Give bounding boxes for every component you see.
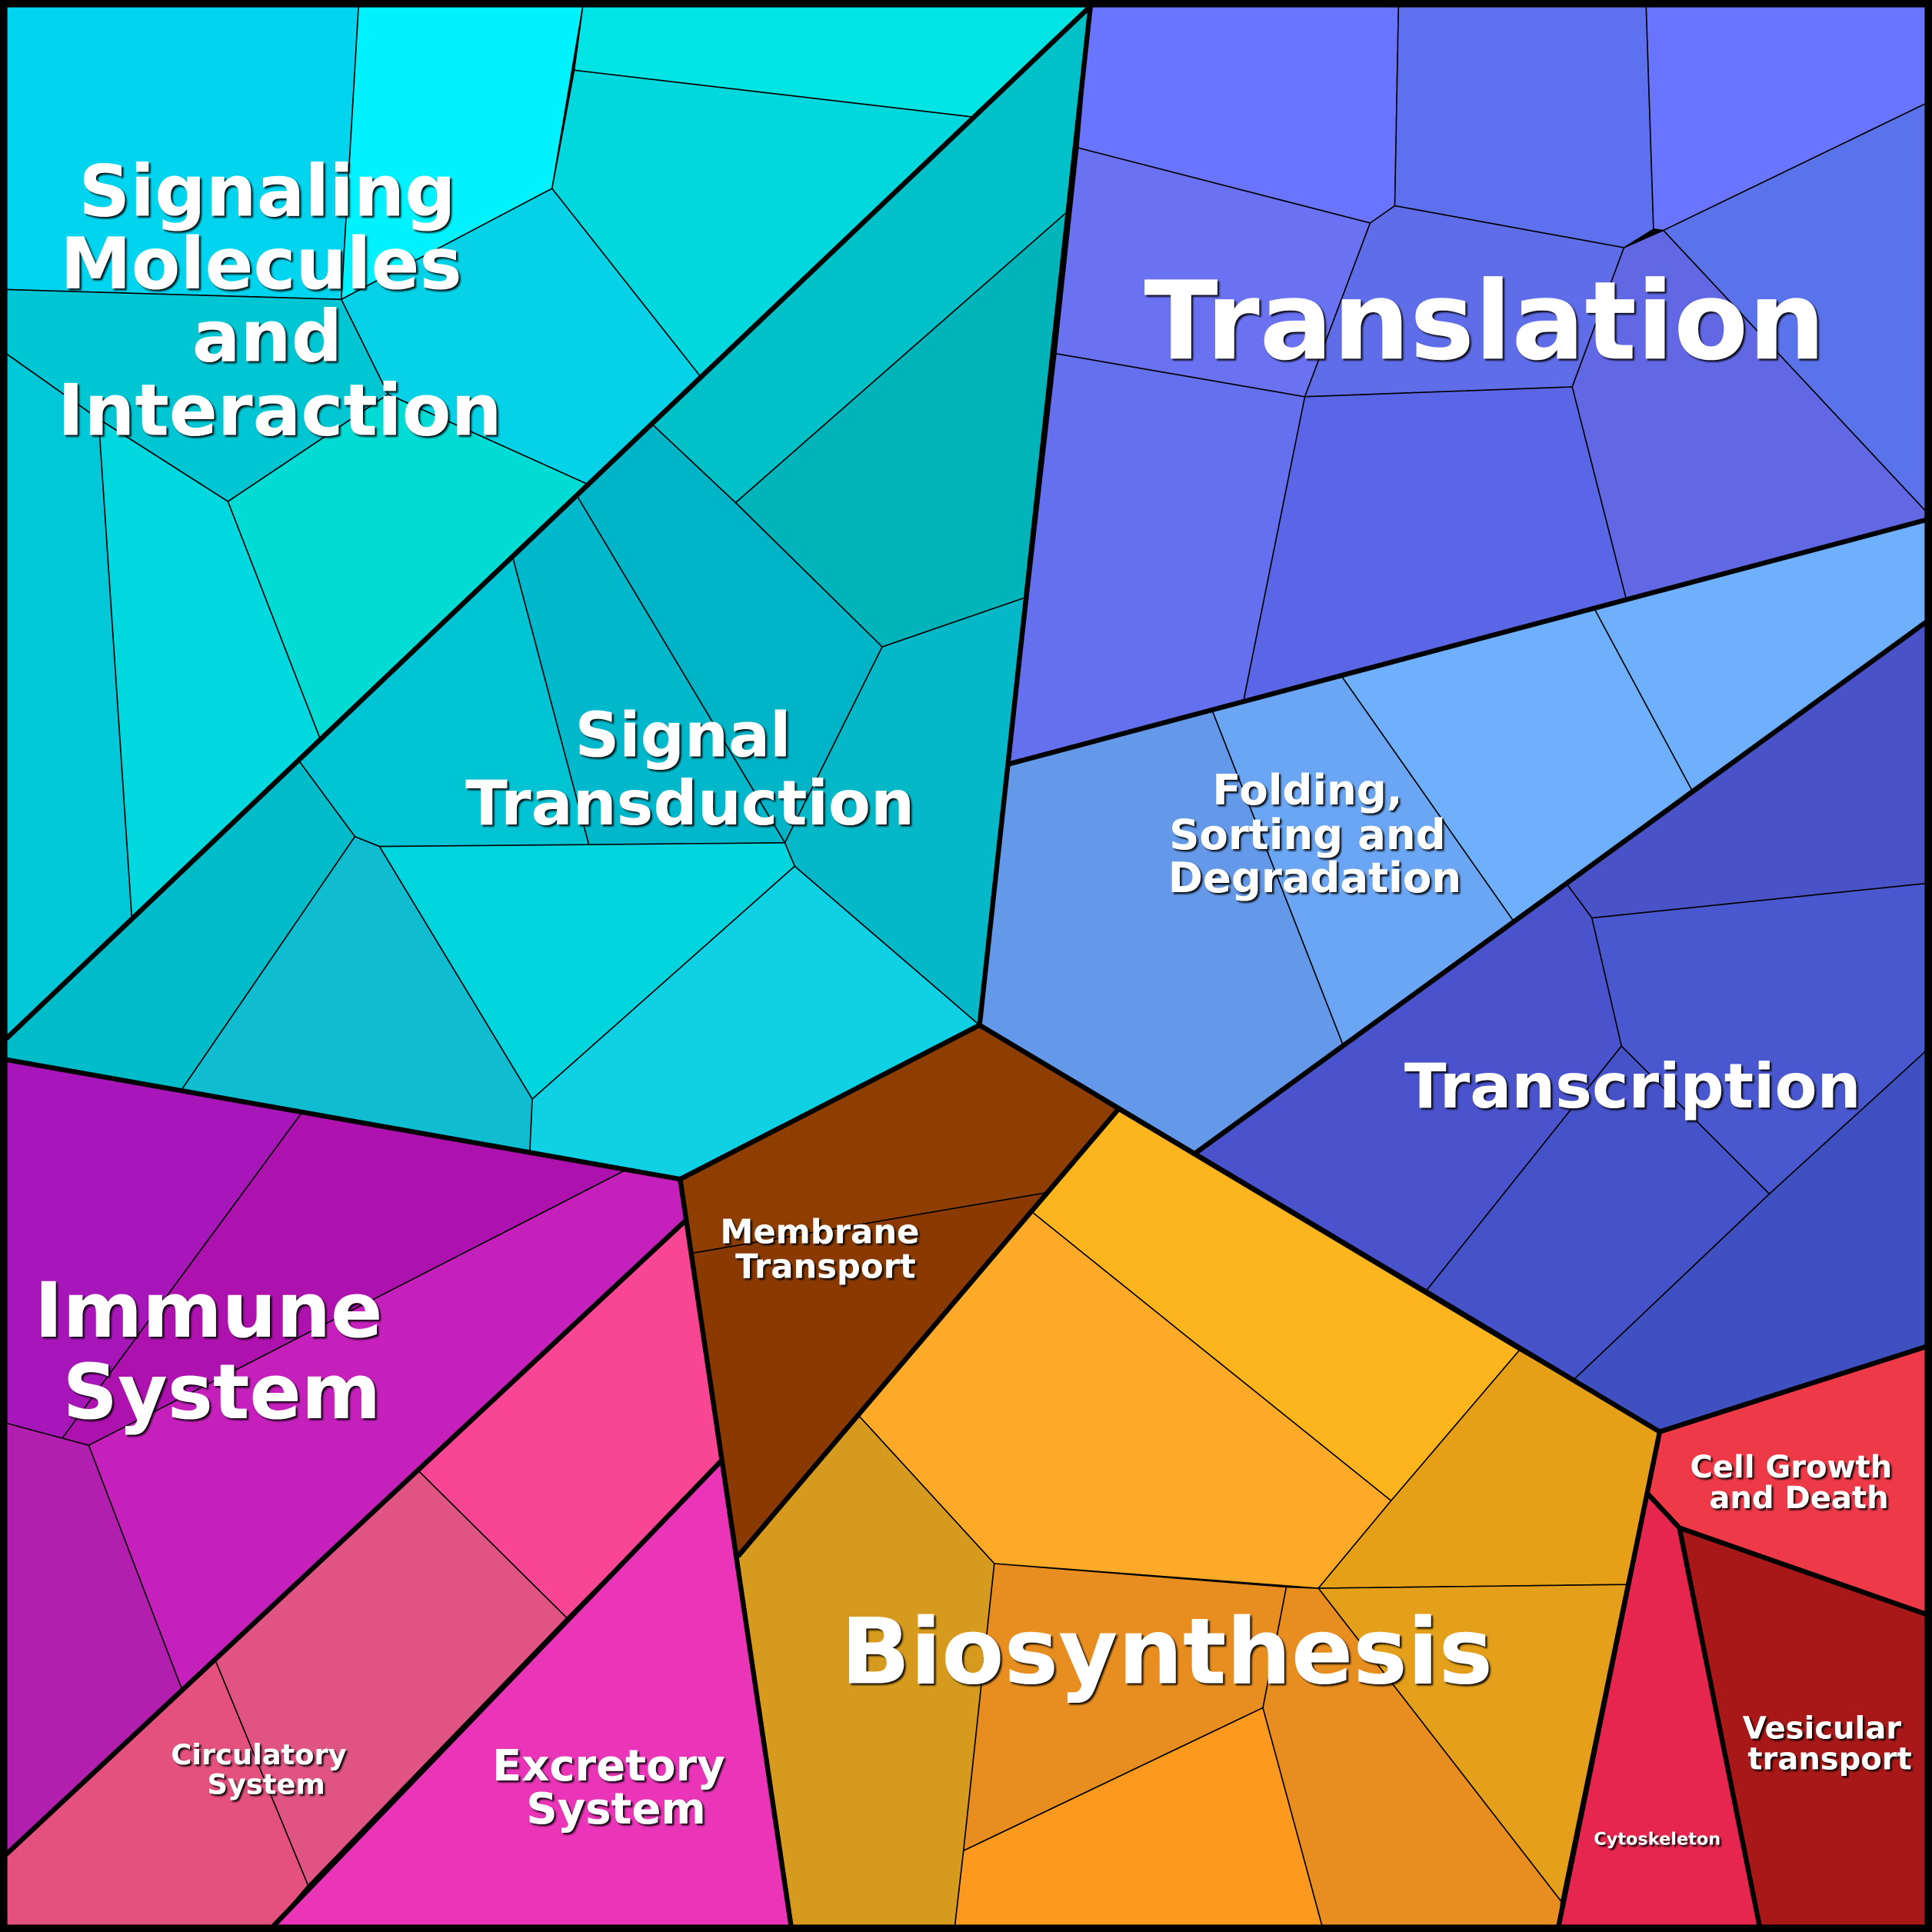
region-membrane-transport[interactable] [679, 1024, 1119, 1558]
label-cytoskeleton: Cytoskeleton [1594, 1829, 1720, 1849]
label-immune-system: Immune System [35, 1267, 409, 1437]
region-signaling-molecules[interactable] [5, 5, 1092, 1041]
region-signal-transduction[interactable] [5, 4, 1091, 1180]
label-signal-transduction: Signal Transduction [465, 700, 914, 839]
region-transcription[interactable] [1194, 621, 1927, 1433]
labels: Signaling Molecules and Interaction Sign… [35, 149, 1912, 1849]
label-circulatory-system: Circulatory System [171, 1738, 356, 1800]
label-folding-sorting-degradation: Folding, Sorting and Degradation [1168, 765, 1461, 902]
label-translation: Translation [1144, 258, 1825, 385]
label-cell-growth-and-death: Cell Growth and Death [1690, 1450, 1903, 1516]
label-transcription: Transcription [1404, 1051, 1861, 1122]
label-biosynthesis: Biosynthesis [841, 1598, 1493, 1704]
label-excretory-system: Excretory System [492, 1741, 740, 1834]
label-vesicular-transport: Vesicular transport [1743, 1710, 1912, 1777]
region-biosynthesis[interactable] [737, 1109, 1661, 1927]
label-signaling-molecules: Signaling Molecules and Interaction [58, 149, 502, 451]
region-immune-system[interactable] [5, 1058, 688, 1856]
region-translation[interactable] [1008, 5, 1927, 765]
label-membrane-transport: Membrane Transport [720, 1213, 931, 1286]
